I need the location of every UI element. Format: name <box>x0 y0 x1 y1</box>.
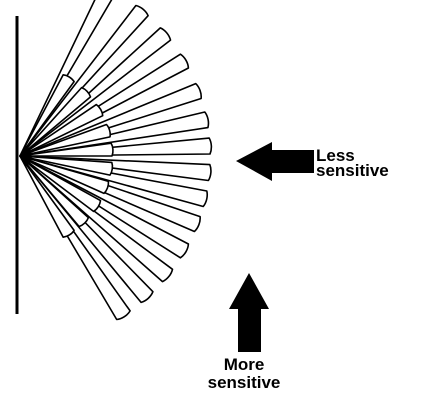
short-range-beam-5 <box>19 142 114 157</box>
less-sensitive-arrow-icon <box>236 142 314 181</box>
more-sensitive-arrow-icon <box>229 273 269 352</box>
short-range-beam-6 <box>19 155 114 176</box>
short-range-beam-10 <box>19 155 75 238</box>
less-sensitive-label-line2: sensitive <box>316 161 389 180</box>
short-range-beam-3 <box>19 103 104 157</box>
short-range-beam-9 <box>19 155 90 228</box>
long-range-beam-1 <box>19 0 113 157</box>
short-range-beam-8 <box>19 155 102 213</box>
long-range-beam-5 <box>19 82 202 157</box>
more-sensitive-label-line1: More <box>224 355 265 374</box>
long-range-beam-12 <box>19 155 174 283</box>
long-range-beam-2 <box>19 4 149 157</box>
short-range-beam-4 <box>19 123 112 157</box>
more-sensitive-label-line2: sensitive <box>208 373 281 392</box>
detection-fans <box>19 0 213 321</box>
less-sensitive-label-line1: Less <box>316 146 355 165</box>
short-range-beam-1 <box>19 74 75 157</box>
short-range-beam-2 <box>19 86 92 157</box>
short-range-beam-7 <box>19 155 110 195</box>
